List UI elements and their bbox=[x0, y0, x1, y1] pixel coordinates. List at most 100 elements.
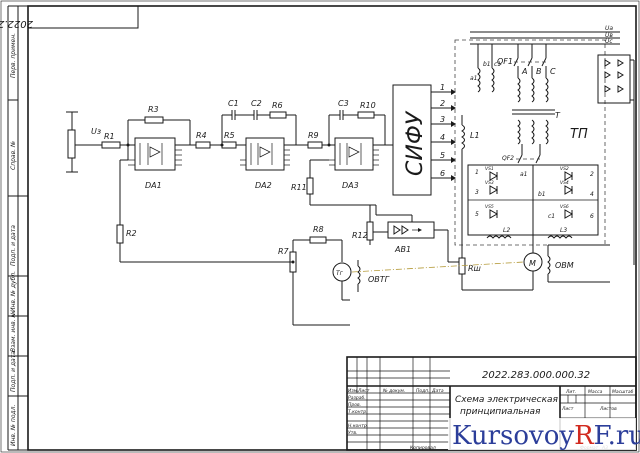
label-t: T bbox=[555, 111, 561, 120]
label-r8: R8 bbox=[313, 225, 324, 234]
label-m: M bbox=[529, 259, 536, 268]
label-rsh: Rш bbox=[468, 264, 482, 273]
transformer-t: T bbox=[512, 77, 561, 145]
label-vs6: VS6 bbox=[560, 204, 569, 210]
tb-row-tkontr: Т.контр. bbox=[348, 409, 368, 415]
junction-dot bbox=[126, 143, 130, 147]
tb-drawing-number: 2022.283.000.000.32 bbox=[482, 370, 590, 381]
label-ua: Uа bbox=[605, 25, 613, 32]
inductor-l3: L3 bbox=[547, 227, 573, 239]
side-label-vzam-inv: Взам. инв. № bbox=[10, 311, 17, 352]
sifu-out-1: 1 bbox=[440, 83, 445, 92]
supply-lines: Uа Uв Uс bbox=[470, 25, 620, 45]
sifu-out-4: 4 bbox=[440, 133, 445, 142]
label-vs1: VS1 bbox=[485, 166, 494, 172]
label-c1: C1 bbox=[228, 99, 239, 108]
inductor-l2: L2 bbox=[486, 227, 512, 239]
label-tp: ТП bbox=[570, 127, 588, 142]
label-r3: R3 bbox=[148, 105, 159, 114]
bridge-num-5: 5 bbox=[475, 211, 479, 218]
label-a1: a1 bbox=[470, 75, 478, 82]
tb-row-nkontr: Н.контр. bbox=[348, 423, 368, 429]
label-c2: C2 bbox=[251, 99, 262, 108]
side-label-sprav: Справ. № bbox=[10, 141, 17, 170]
label-r2: R2 bbox=[126, 229, 137, 238]
label-r1: R1 bbox=[104, 132, 115, 141]
label-ab1: АВ1 bbox=[394, 245, 411, 254]
side-label-podp-data-2: Подп. и дата bbox=[10, 351, 17, 392]
tb-col-list: Лист bbox=[357, 388, 370, 394]
label-l3: L3 bbox=[560, 227, 567, 234]
tb-copied: Копировал bbox=[410, 445, 436, 451]
label-l1: L1 bbox=[470, 131, 480, 140]
watermark-text: KursovoyRF.ru bbox=[452, 421, 640, 451]
tacho-generator: Tг ОВТГ bbox=[332, 260, 390, 301]
tb-title-line-1: Схема электрическая bbox=[455, 395, 559, 405]
sifu-out-5: 5 bbox=[440, 151, 445, 160]
top-stamp-number: 2022.283.000.000.32 bbox=[0, 18, 33, 29]
side-label-perv-primen: Перв. примен. bbox=[10, 33, 17, 78]
label-r6: R6 bbox=[272, 101, 283, 110]
label-r7: R7 bbox=[278, 247, 290, 256]
breaker-qf1: QF1 A B C bbox=[497, 44, 556, 78]
label-da1: DA1 bbox=[145, 181, 162, 190]
tb-mass: Масса bbox=[588, 389, 603, 395]
sifu-out-6: 6 bbox=[440, 169, 445, 178]
label-l2: L2 bbox=[503, 227, 510, 234]
motor-field-ovm: ОВМ bbox=[547, 244, 610, 283]
op-amp-da1: DA1 bbox=[128, 137, 182, 190]
tp-enclosure bbox=[454, 39, 606, 246]
potentiometer-r7: R7 bbox=[278, 240, 350, 326]
sheet-inner-frame bbox=[27, 5, 637, 451]
input-potentiometer: Uз bbox=[66, 111, 102, 173]
motor-m: M Rш bbox=[458, 235, 543, 291]
supply-coils: a1 b1 c1 bbox=[470, 44, 501, 93]
sifu-block: СИФУ bbox=[392, 84, 432, 196]
bridge-num-4: 4 bbox=[590, 191, 594, 198]
right-rectifier bbox=[597, 54, 635, 265]
top-stamp: 2022.283.000.000.32 bbox=[0, 5, 139, 29]
tb-col-sign: Подп. bbox=[416, 388, 430, 394]
mechanical-coupling bbox=[351, 261, 525, 273]
label-c3: C3 bbox=[338, 99, 349, 108]
tb-row-prov: Пров. bbox=[348, 402, 361, 408]
left-side-strip: Перв. примен. Справ. № Подп. и дата Инв.… bbox=[7, 5, 28, 451]
label-r9: R9 bbox=[308, 131, 319, 140]
label-a1-bridge: a1 bbox=[520, 171, 528, 178]
label-b1-bridge: b1 bbox=[538, 191, 546, 198]
side-label-inv-dubl: Инв. № дубл. bbox=[10, 271, 17, 312]
label-r11: R11 bbox=[291, 183, 307, 192]
title-block: Изм. Лист № докум. Подп. Дата Разраб. Пр… bbox=[346, 356, 637, 451]
tb-col-doc: № докум. bbox=[382, 388, 405, 394]
label-r4: R4 bbox=[196, 131, 207, 140]
label-r10: R10 bbox=[360, 101, 376, 110]
tb-scale: Масштаб bbox=[612, 389, 634, 395]
side-label-inv-podl: Инв. № подл. bbox=[10, 405, 17, 446]
label-ovtg: ОВТГ bbox=[368, 275, 390, 284]
label-qf2: QF2 bbox=[502, 155, 514, 162]
sifu-out-2: 2 bbox=[440, 99, 445, 108]
inductor-l1: L1 bbox=[461, 115, 480, 240]
sifu-outputs: 1 2 3 4 5 6 bbox=[431, 83, 456, 181]
label-qf1: QF1 bbox=[497, 57, 513, 66]
watermark-logo: KursovoyRF.ru bbox=[448, 418, 640, 451]
breaker-qf2: QF2 bbox=[502, 144, 541, 164]
tb-col-date: Дата bbox=[431, 388, 444, 394]
isolation-amp-ab1: АВ1 bbox=[387, 221, 459, 263]
label-sifu: СИФУ bbox=[403, 110, 428, 176]
label-phase-a: A bbox=[521, 67, 527, 76]
sifu-out-3: 3 bbox=[440, 115, 445, 124]
tb-row-utv: Утв. bbox=[348, 430, 357, 436]
label-vs2: VS2 bbox=[560, 166, 569, 172]
label-uz: Uз bbox=[91, 127, 101, 136]
label-uc: Uс bbox=[605, 38, 613, 45]
label-ovm: ОВМ bbox=[555, 261, 574, 270]
tb-col-izm: Изм. bbox=[348, 388, 359, 394]
label-tg: Tг bbox=[336, 270, 344, 277]
side-label-podp-data-1: Подп. и дата bbox=[10, 225, 17, 266]
junction-dot bbox=[220, 143, 224, 147]
label-c1-bridge: c1 bbox=[548, 213, 555, 220]
label-ub: Uв bbox=[605, 32, 613, 39]
op-amp-da2: DA2 bbox=[240, 137, 290, 190]
